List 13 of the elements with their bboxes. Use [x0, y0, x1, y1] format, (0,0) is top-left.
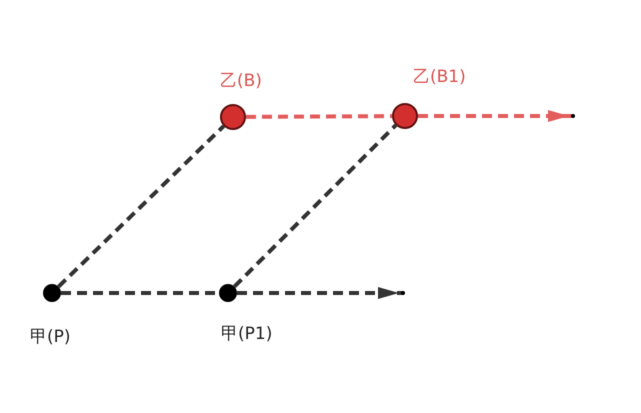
- point-dot: [220, 104, 246, 130]
- point-dot: [392, 103, 418, 129]
- point-label: 乙(B1): [413, 67, 466, 88]
- point-dot: [219, 284, 237, 302]
- point-label: 甲(P): [30, 327, 71, 348]
- point-dot: [43, 284, 61, 302]
- dashed-line: [57, 124, 226, 288]
- dashed-arrow: [418, 110, 575, 122]
- point-label: 甲(P1): [221, 324, 272, 345]
- dashed-line: [246, 114, 392, 119]
- point-label: 乙(B): [220, 71, 262, 92]
- dashed-line: [232, 124, 398, 288]
- dashed-arrow: [237, 287, 405, 299]
